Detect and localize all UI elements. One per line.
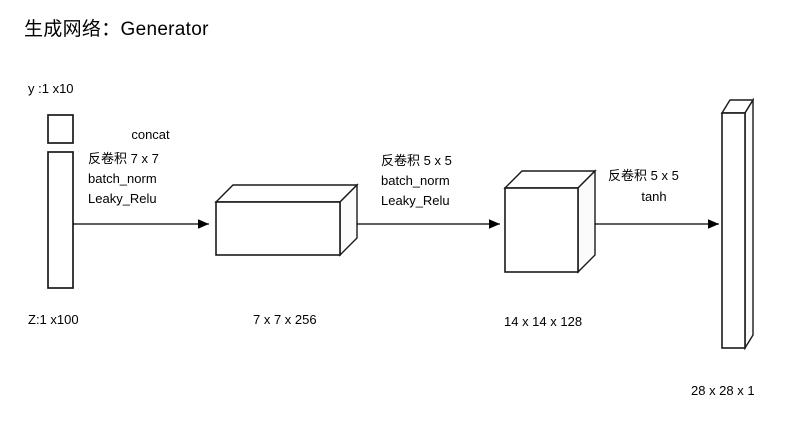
op-label-batch-norm-2: batch_norm [381,173,450,188]
op-label-leaky-relu-2: Leaky_Relu [381,193,450,208]
op-label-batch-norm-1: batch_norm [88,171,157,186]
op-label-leaky-relu-1: Leaky_Relu [88,191,157,206]
op-label-deconv-5x5-b: 反卷积 5 x 5 [608,168,679,183]
tensor-output-caption: 28 x 28 x 1 [691,383,755,398]
arrow-feature1-to-feature2 [357,219,500,229]
op-label-tanh: tanh [641,189,667,204]
op-label-concat: concat [131,127,170,142]
tensor-feature-1-shape [214,183,359,257]
op-label-deconv-5x5-a: 反卷积 5 x 5 [381,153,452,168]
tensor-feature-2-caption: 14 x 14 x 128 [504,314,583,329]
tensor-output-shape [720,97,755,351]
page-title: 生成网络：Generator [24,19,209,40]
tensor-feature-2-shape [503,169,597,274]
op-label-deconv-7x7: 反卷积 7 x 7 [88,151,159,166]
input-noise-block [47,151,74,289]
input-noise-label: Z:1 x100 [28,312,79,327]
input-condition-label: y :1 x10 [28,81,74,96]
tensor-feature-1-caption: 7 x 7 x 256 [253,312,317,327]
input-condition-block [47,114,74,144]
arrow-feature2-to-output [595,219,719,229]
arrow-input-to-feature1 [73,219,209,229]
